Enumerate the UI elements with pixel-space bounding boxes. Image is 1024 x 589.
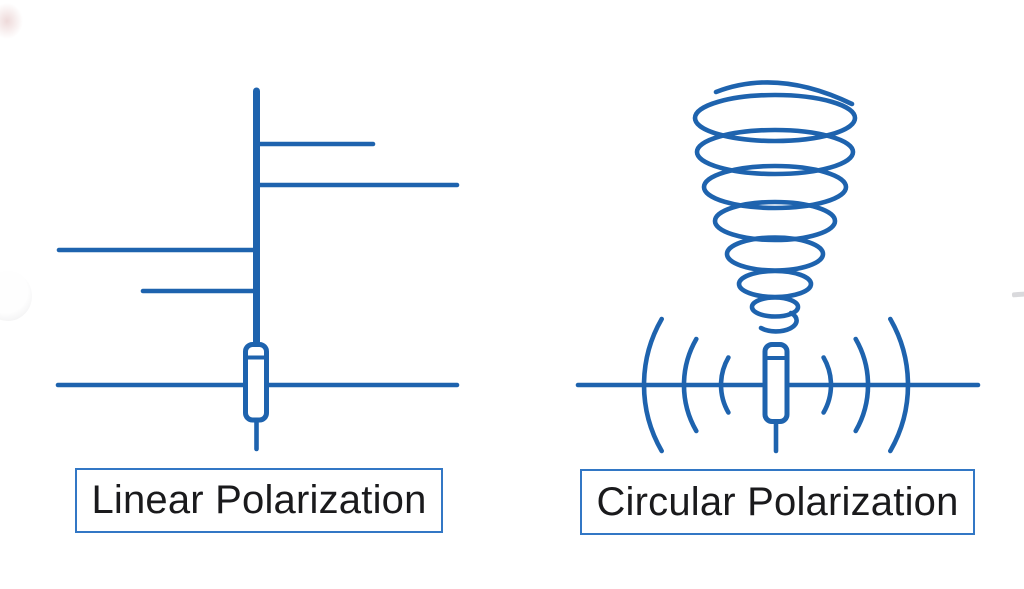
radiation-arc-right-middle [853, 336, 871, 434]
circular-polarization-diagram-icon [575, 80, 981, 454]
spiral-turn-ellipse [749, 295, 801, 319]
linear-polarization-label: Linear Polarization [75, 468, 443, 533]
linear-polarization-diagram-icon [55, 87, 460, 452]
radiation-arc-right-outer [888, 316, 911, 454]
spiral-start-arc [713, 80, 855, 107]
spiral-turn-ellipse [736, 268, 814, 300]
circular-polarization-label: Circular Polarization [580, 469, 975, 535]
spiral-turn-ellipse [692, 92, 858, 144]
spiral-turn-ellipse [701, 163, 849, 211]
spiral-turn-ellipse [694, 127, 856, 177]
spiral-end-curl [758, 310, 799, 334]
radiation-arc-left-inner [718, 355, 731, 415]
edge-smudge-artifact [0, 3, 23, 39]
linear-polarization-label-text: Linear Polarization [91, 478, 427, 522]
spiral-turn-ellipse [724, 235, 826, 273]
circular-polarization-label-text: Circular Polarization [596, 479, 959, 524]
radiation-arc-left-outer [641, 316, 664, 454]
radiation-arc-right-inner [821, 355, 834, 415]
radiation-arc-left-middle [681, 336, 699, 434]
spiral-turn-ellipse [712, 199, 838, 243]
